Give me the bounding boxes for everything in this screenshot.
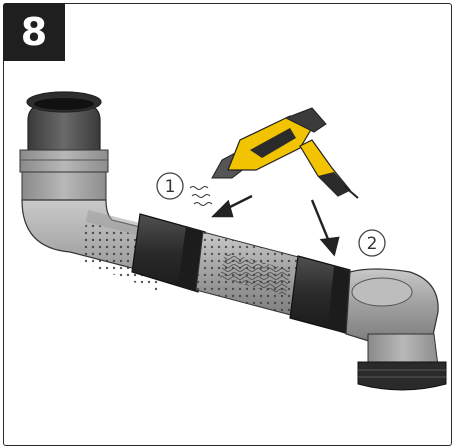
heat-shrink-sleeve-right (289, 255, 352, 334)
arrow-icon (211, 194, 340, 257)
callout-2-label: 2 (367, 234, 378, 254)
left-vertical-pipe (19, 91, 109, 215)
callout-1: 1 (156, 172, 184, 200)
heat-wave-icon (189, 186, 213, 206)
perforated-middle-section (195, 231, 311, 319)
callout-1-label: 1 (165, 177, 176, 197)
step-number-badge: 8 (3, 3, 65, 61)
right-elbow-pipe (345, 268, 447, 391)
heat-gun-icon (211, 107, 359, 199)
callout-2: 2 (358, 229, 386, 257)
